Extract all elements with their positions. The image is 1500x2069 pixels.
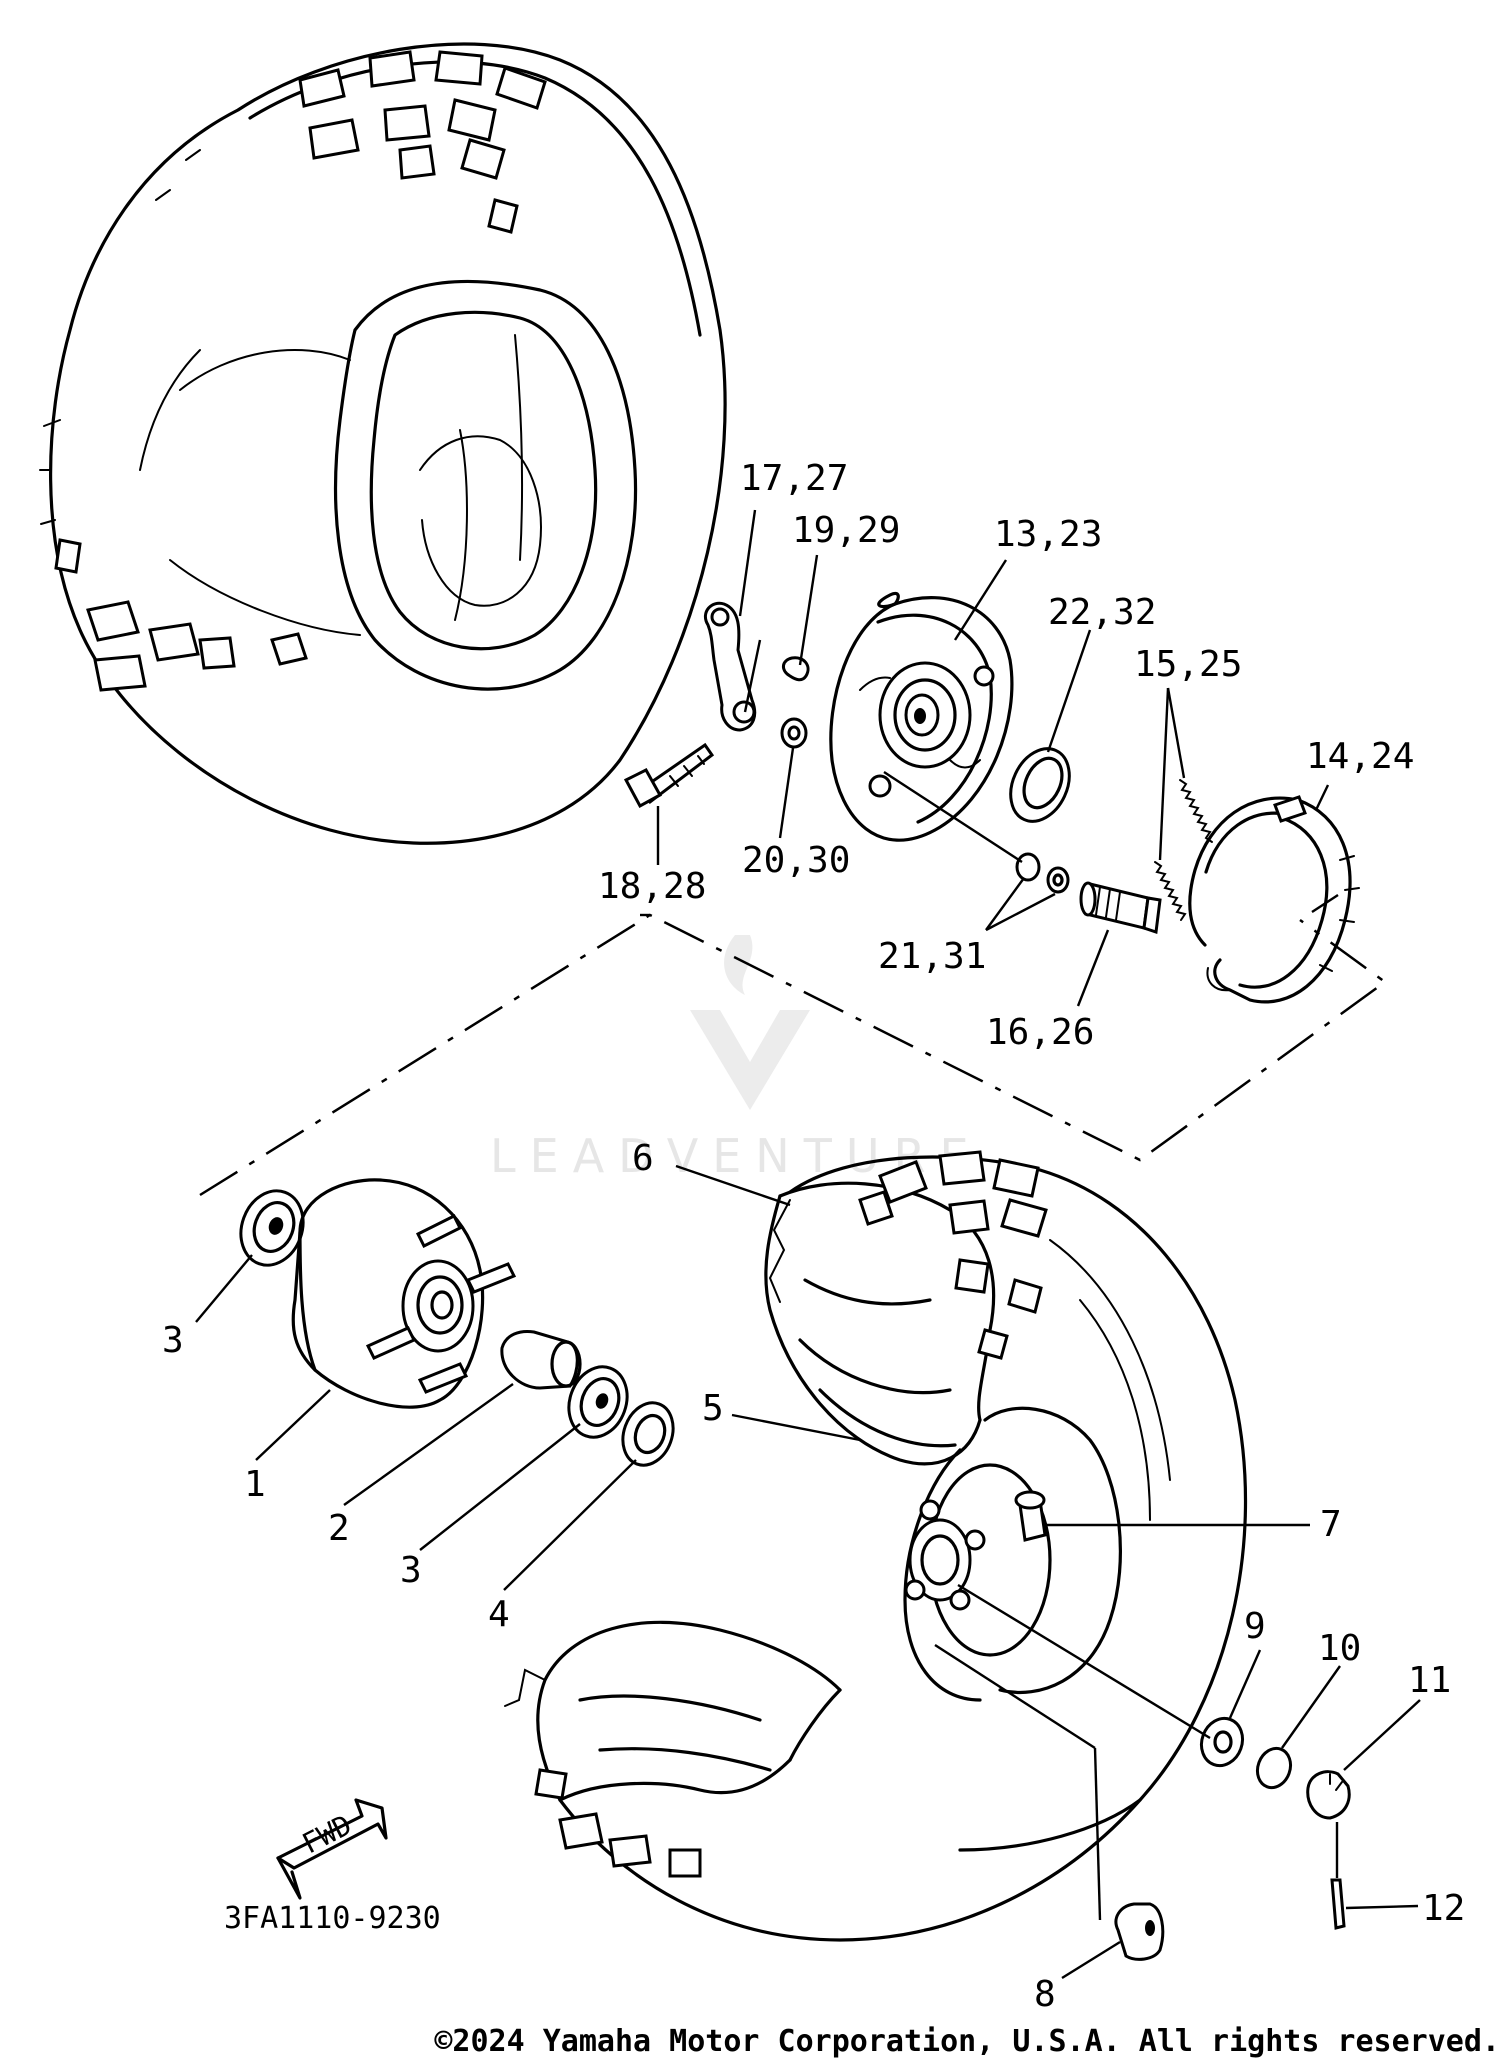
callout-22-32: 22,32 — [1048, 592, 1156, 633]
callout-3-right: 3 — [400, 1550, 422, 1591]
callout-21-31: 21,31 — [878, 936, 986, 977]
callout-7: 7 — [1320, 1504, 1342, 1545]
callout-9: 9 — [1244, 1606, 1266, 1647]
diagram-code: 3FA1110-9230 — [224, 1901, 441, 1936]
callout-4: 4 — [488, 1594, 510, 1635]
callout-16-26: 16,26 — [986, 1012, 1094, 1053]
callout-6: 6 — [632, 1138, 654, 1179]
upper-tire-drawing — [39, 42, 727, 845]
leader-lines — [195, 509, 1421, 1980]
callout-15-25: 15,25 — [1134, 644, 1242, 685]
callout-1: 1 — [244, 1464, 266, 1505]
callout-20-30: 20,30 — [742, 840, 850, 881]
callout-18-28: 18,28 — [598, 866, 706, 907]
callout-2: 2 — [328, 1508, 350, 1549]
callout-17-27: 17,27 — [740, 458, 848, 499]
callout-8: 8 — [1034, 1974, 1056, 2015]
callout-11: 11 — [1408, 1660, 1451, 1701]
callout-19-29: 19,29 — [792, 510, 900, 551]
hub-and-wheel-drawing — [239, 1150, 1351, 1961]
callout-5: 5 — [702, 1388, 724, 1429]
callout-13-23: 13,23 — [994, 514, 1102, 555]
fwd-label: FWD — [297, 1808, 357, 1860]
copyright-notice: ©2024 Yamaha Motor Corporation, U.S.A. A… — [434, 2024, 1500, 2059]
callout-14-24: 14,24 — [1306, 736, 1414, 777]
brake-parts-drawing — [623, 591, 1360, 1004]
assembly-lines — [199, 639, 1388, 1921]
callout-3-left: 3 — [162, 1320, 184, 1361]
callout-12: 12 — [1422, 1888, 1465, 1929]
callout-10: 10 — [1318, 1628, 1361, 1669]
